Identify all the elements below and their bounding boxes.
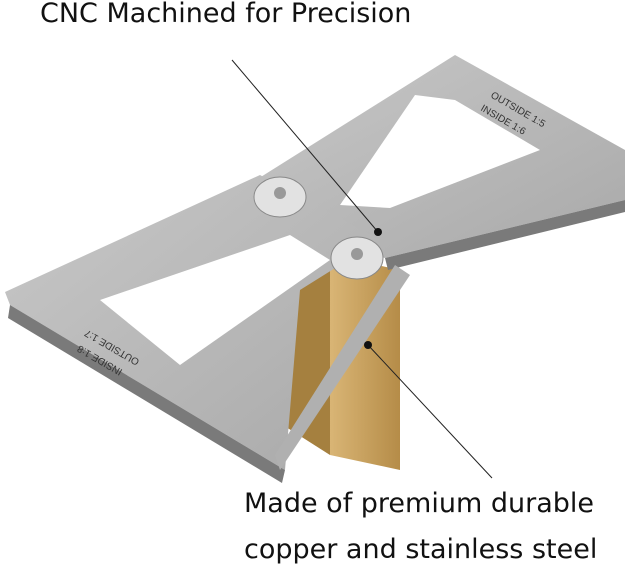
screw-heads <box>253 176 384 280</box>
caption-cnc-machined: CNC Machined for Precision <box>40 0 412 29</box>
right-steel-plate <box>240 55 625 270</box>
caption-material-line2: copper and stainless steel <box>244 534 598 565</box>
callout-lines <box>231 59 493 479</box>
left-steel-plate <box>5 175 410 483</box>
caption-material-line1: Made of premium durable <box>244 488 594 519</box>
